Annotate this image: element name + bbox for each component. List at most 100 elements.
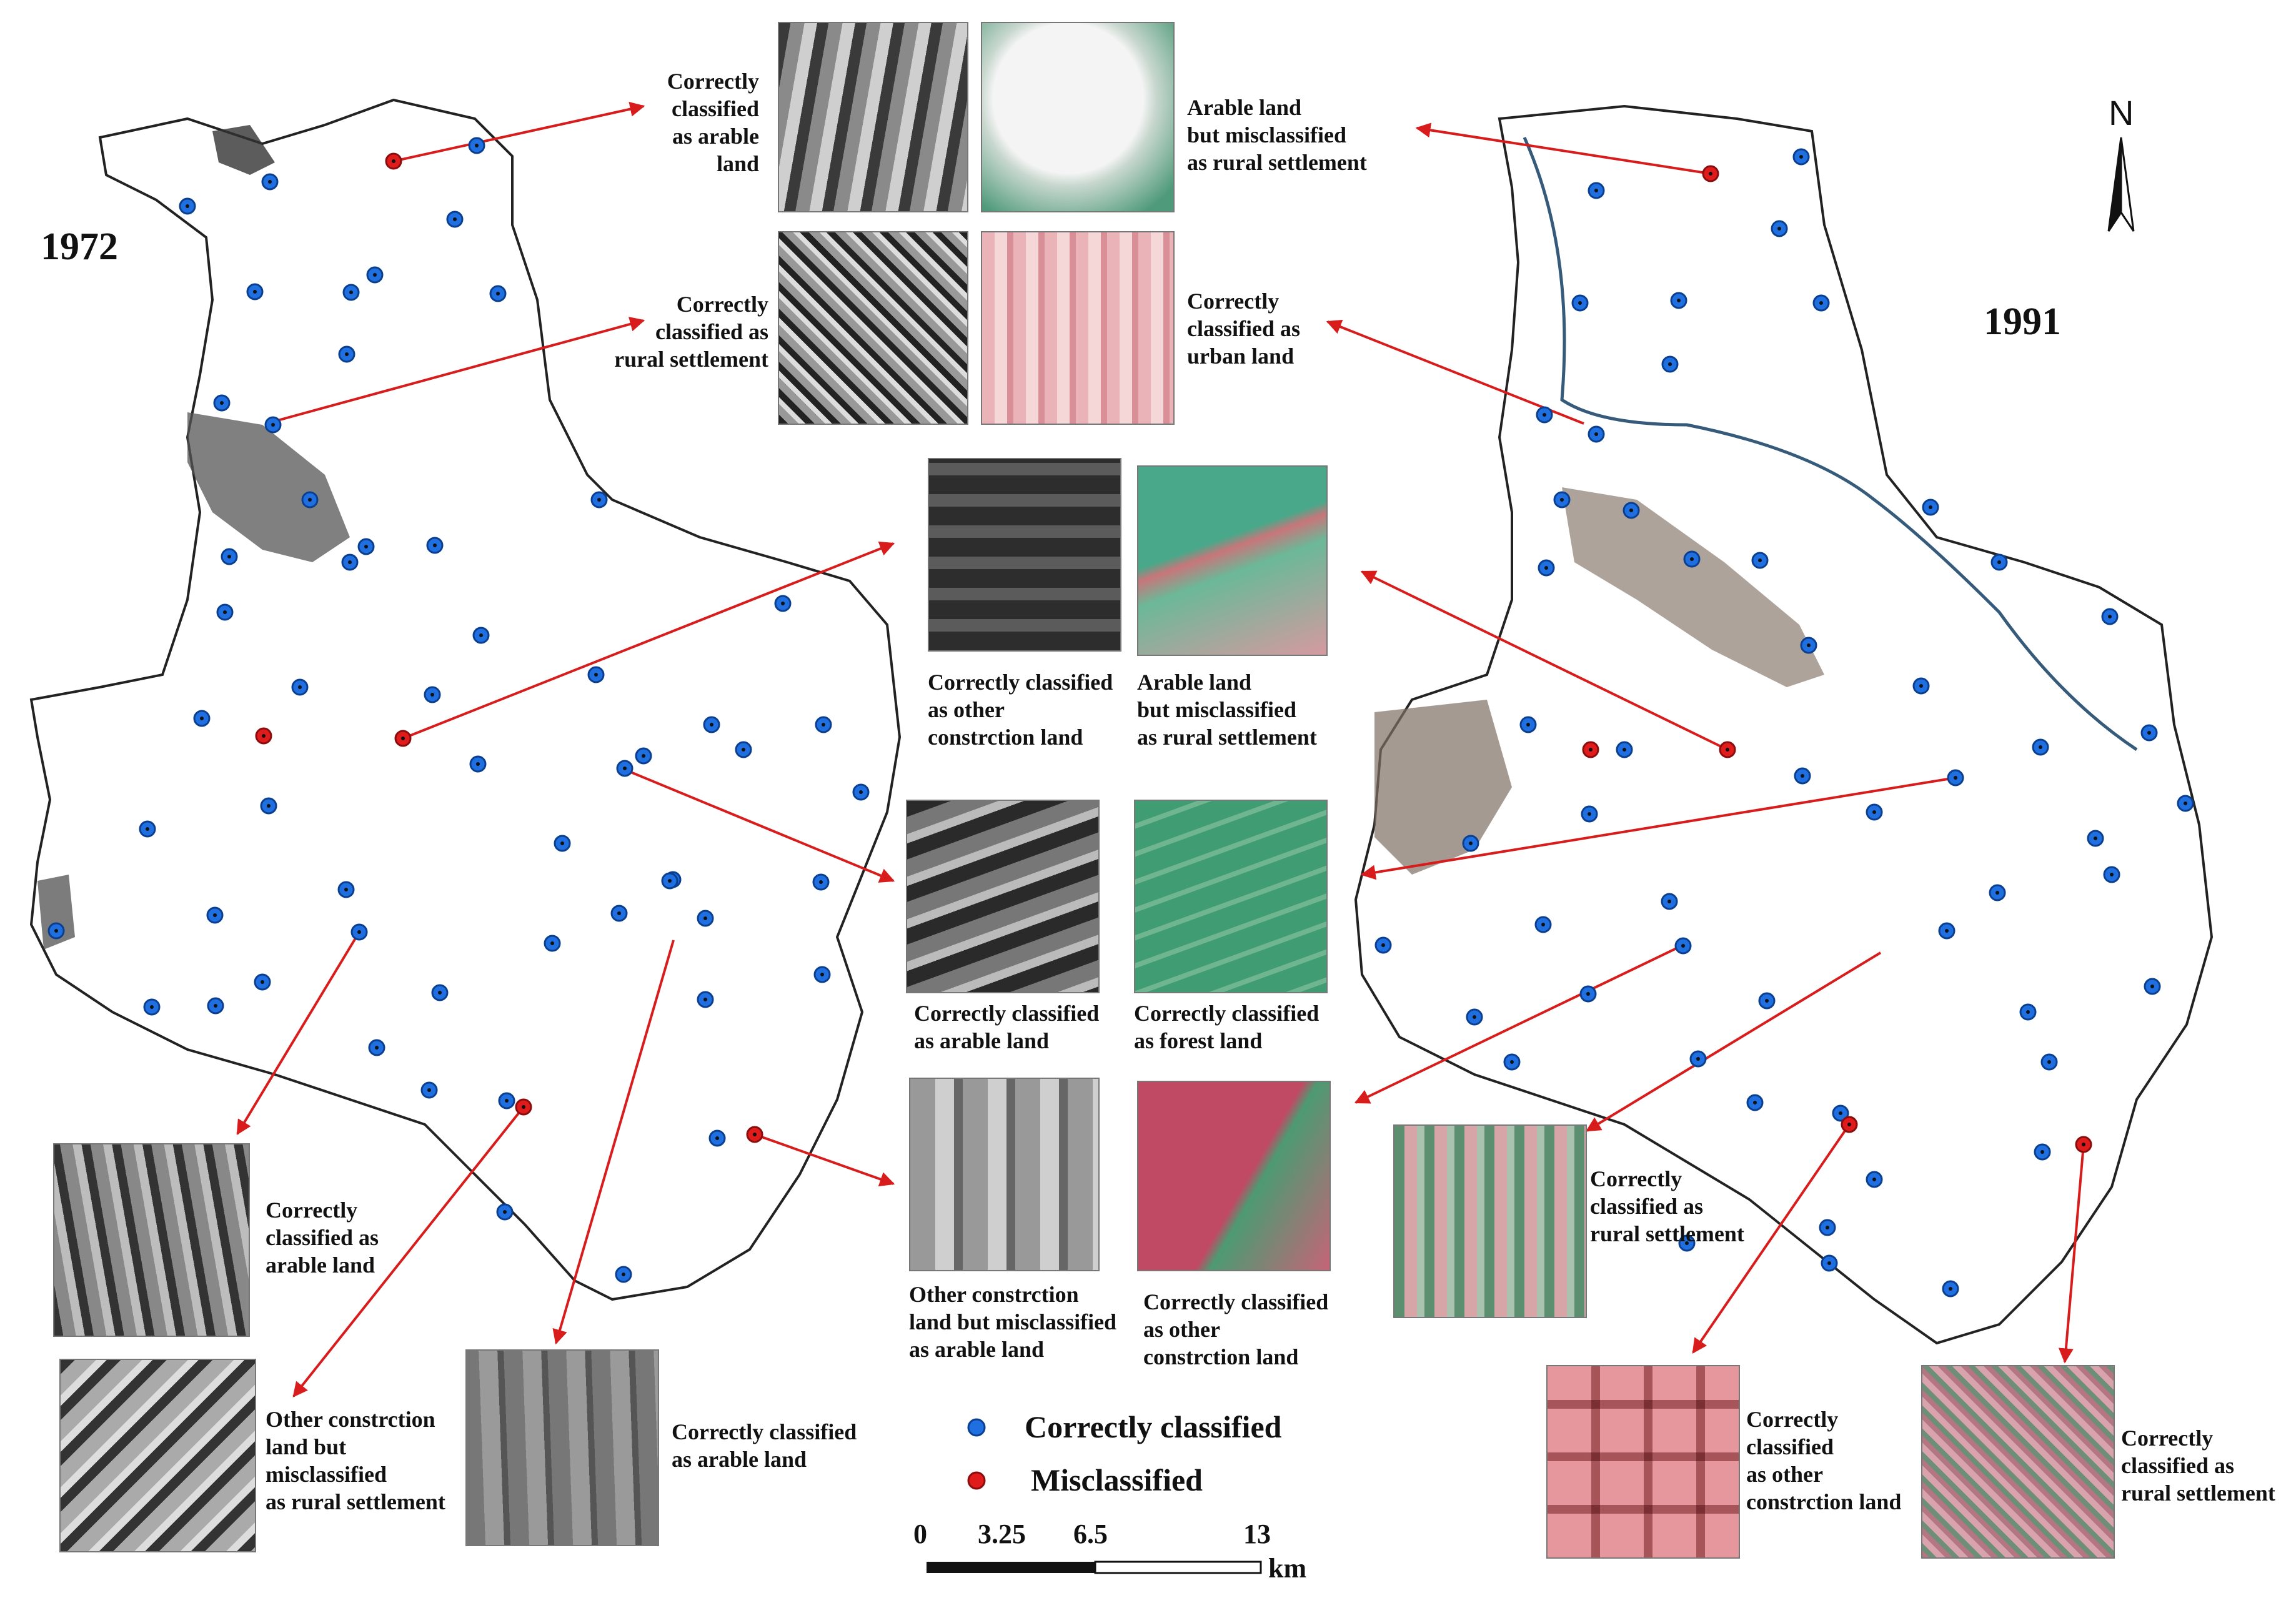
arrow-a8 [1360, 777, 1956, 880]
arrow-a3 [272, 317, 645, 423]
sample-point-correct-1991-center [1473, 1015, 1476, 1019]
annotation-line: as arable land [909, 1337, 1045, 1362]
arrow-a12 [292, 1106, 525, 1397]
thumb-1972-arable-mid [906, 800, 1100, 993]
annotation-line: misclassified [266, 1462, 387, 1487]
sample-point-correct-1972-center [496, 292, 500, 295]
annotation-line: but misclassified [1187, 122, 1347, 147]
annotation-line: land but misclassified [909, 1309, 1117, 1334]
arrow-a7 [624, 768, 895, 883]
year-label-1991: 1991 [1984, 300, 2061, 343]
annotation-line: classified [1746, 1434, 1834, 1459]
map-1972-town [187, 412, 350, 562]
year-label-1972: 1972 [41, 226, 118, 268]
sample-point-correct-1991-center [1629, 509, 1633, 512]
sample-point-correct-1972-center [345, 352, 349, 356]
sample-point-correct-1991-center [2184, 801, 2187, 805]
sample-point-correct-1972-center [594, 673, 598, 677]
thumb-1972-settlement [778, 231, 968, 425]
annotation-line: as rural settlement [266, 1489, 445, 1514]
annotation-line: classified as [2121, 1453, 2235, 1478]
sample-point-correct-1972-center [298, 685, 302, 689]
map-1972-boundary [29, 98, 902, 1301]
thumb-1991-other-constr [1137, 1081, 1331, 1271]
annotation-line: as other [1746, 1462, 1823, 1487]
sample-point-correct-1972-center [373, 273, 377, 277]
sample-point-correct-1972-center [186, 204, 189, 208]
sample-point-correct-1991-center [1685, 1241, 1689, 1245]
sample-point-correct-1991-center [1872, 810, 1876, 814]
map-1991-west-patch [1374, 700, 1512, 875]
sample-point-correct-1991-center [1381, 943, 1385, 947]
annotation-line: land [716, 151, 759, 176]
thumb-1972-arable-bottom [465, 1349, 659, 1546]
thumb-1972-arable-top [778, 22, 968, 212]
thumb-1972-other-mis [909, 1078, 1100, 1271]
arrow-a5 [402, 541, 895, 740]
sample-point-correct-1972-center [271, 423, 275, 427]
annotation-line: as rural settlement [1187, 150, 1367, 175]
map-1991-urban [1562, 487, 1824, 687]
sample-point-correct-1991-center [1541, 923, 1545, 926]
thumb-1991-settlement-mid [1393, 1124, 1587, 1318]
annotation-line: as other [928, 697, 1005, 722]
legend-mis-label: Misclassified [1031, 1462, 1203, 1497]
sample-point-correct-1991-center [1826, 1226, 1829, 1229]
arrow-a1 [393, 101, 645, 162]
sample-point-correct-1972-center [597, 498, 601, 502]
sample-point-correct-1991-center [1690, 557, 1694, 561]
arrow-a2 [1415, 122, 1711, 175]
sample-point-correct-1972-center [348, 560, 352, 564]
sample-point-correct-1991-center [2147, 731, 2151, 735]
sample-point-correct-1991-center [1827, 1261, 1831, 1265]
annotation-line: Other constrction [266, 1407, 435, 1432]
sample-point-correct-1972-center [349, 290, 353, 294]
sample-point-correct-1991-center [2039, 745, 2042, 749]
sample-point-correct-1972-center [703, 916, 707, 920]
arrow-a4 [1326, 319, 1584, 425]
annotation-line: Correctly [1746, 1407, 1839, 1432]
sample-point-correct-1991-center [1753, 1101, 1757, 1104]
sample-point-misclassified-1991-center [1589, 748, 1593, 752]
annotation-line: constrction land [928, 725, 1083, 750]
sample-point-correct-1972-center [364, 545, 368, 548]
sample-point-correct-1991-center [1995, 891, 1999, 895]
sample-point-correct-1991-center [1765, 999, 1769, 1003]
sample-point-correct-1991-center [1807, 643, 1811, 647]
sample-point-correct-1972-center [642, 754, 645, 758]
arrow-a10 [1354, 942, 1687, 1104]
sample-point-correct-1991-center [1623, 748, 1626, 752]
sample-point-correct-1972-center [267, 804, 271, 808]
sample-point-correct-1972-center [622, 1273, 625, 1276]
sample-point-correct-1991-center [1839, 1111, 1842, 1115]
legend-mis-symbol [967, 1471, 986, 1490]
map-1972-nw-patch [212, 125, 275, 175]
sample-point-correct-1972-center [742, 748, 745, 752]
sample-point-misclassified-1991-center [2082, 1143, 2085, 1146]
map-1991-river [1523, 136, 2138, 752]
sample-point-misclassified-1991-center [1709, 172, 1712, 176]
annotation-line: urban land [1187, 344, 1295, 369]
arrow-a6 [1360, 570, 1728, 751]
annotation-line: Correctly [266, 1198, 358, 1223]
sample-point-correct-1972-center [253, 290, 257, 294]
annotation-line: as forest land [1134, 1028, 1263, 1053]
north-arrow-icon [2107, 137, 2135, 232]
sample-point-correct-1991-center [1510, 1060, 1514, 1064]
sample-point-correct-1991-center [1945, 929, 1949, 933]
sample-point-correct-1991-center [1668, 362, 1672, 366]
sample-point-correct-1972-center [475, 144, 479, 147]
sample-point-correct-1972-center [820, 973, 824, 976]
annotation-line: Correctly classified [1143, 1289, 1329, 1314]
annotation-line: classified [672, 96, 759, 121]
sample-point-correct-1972-center [859, 790, 863, 794]
